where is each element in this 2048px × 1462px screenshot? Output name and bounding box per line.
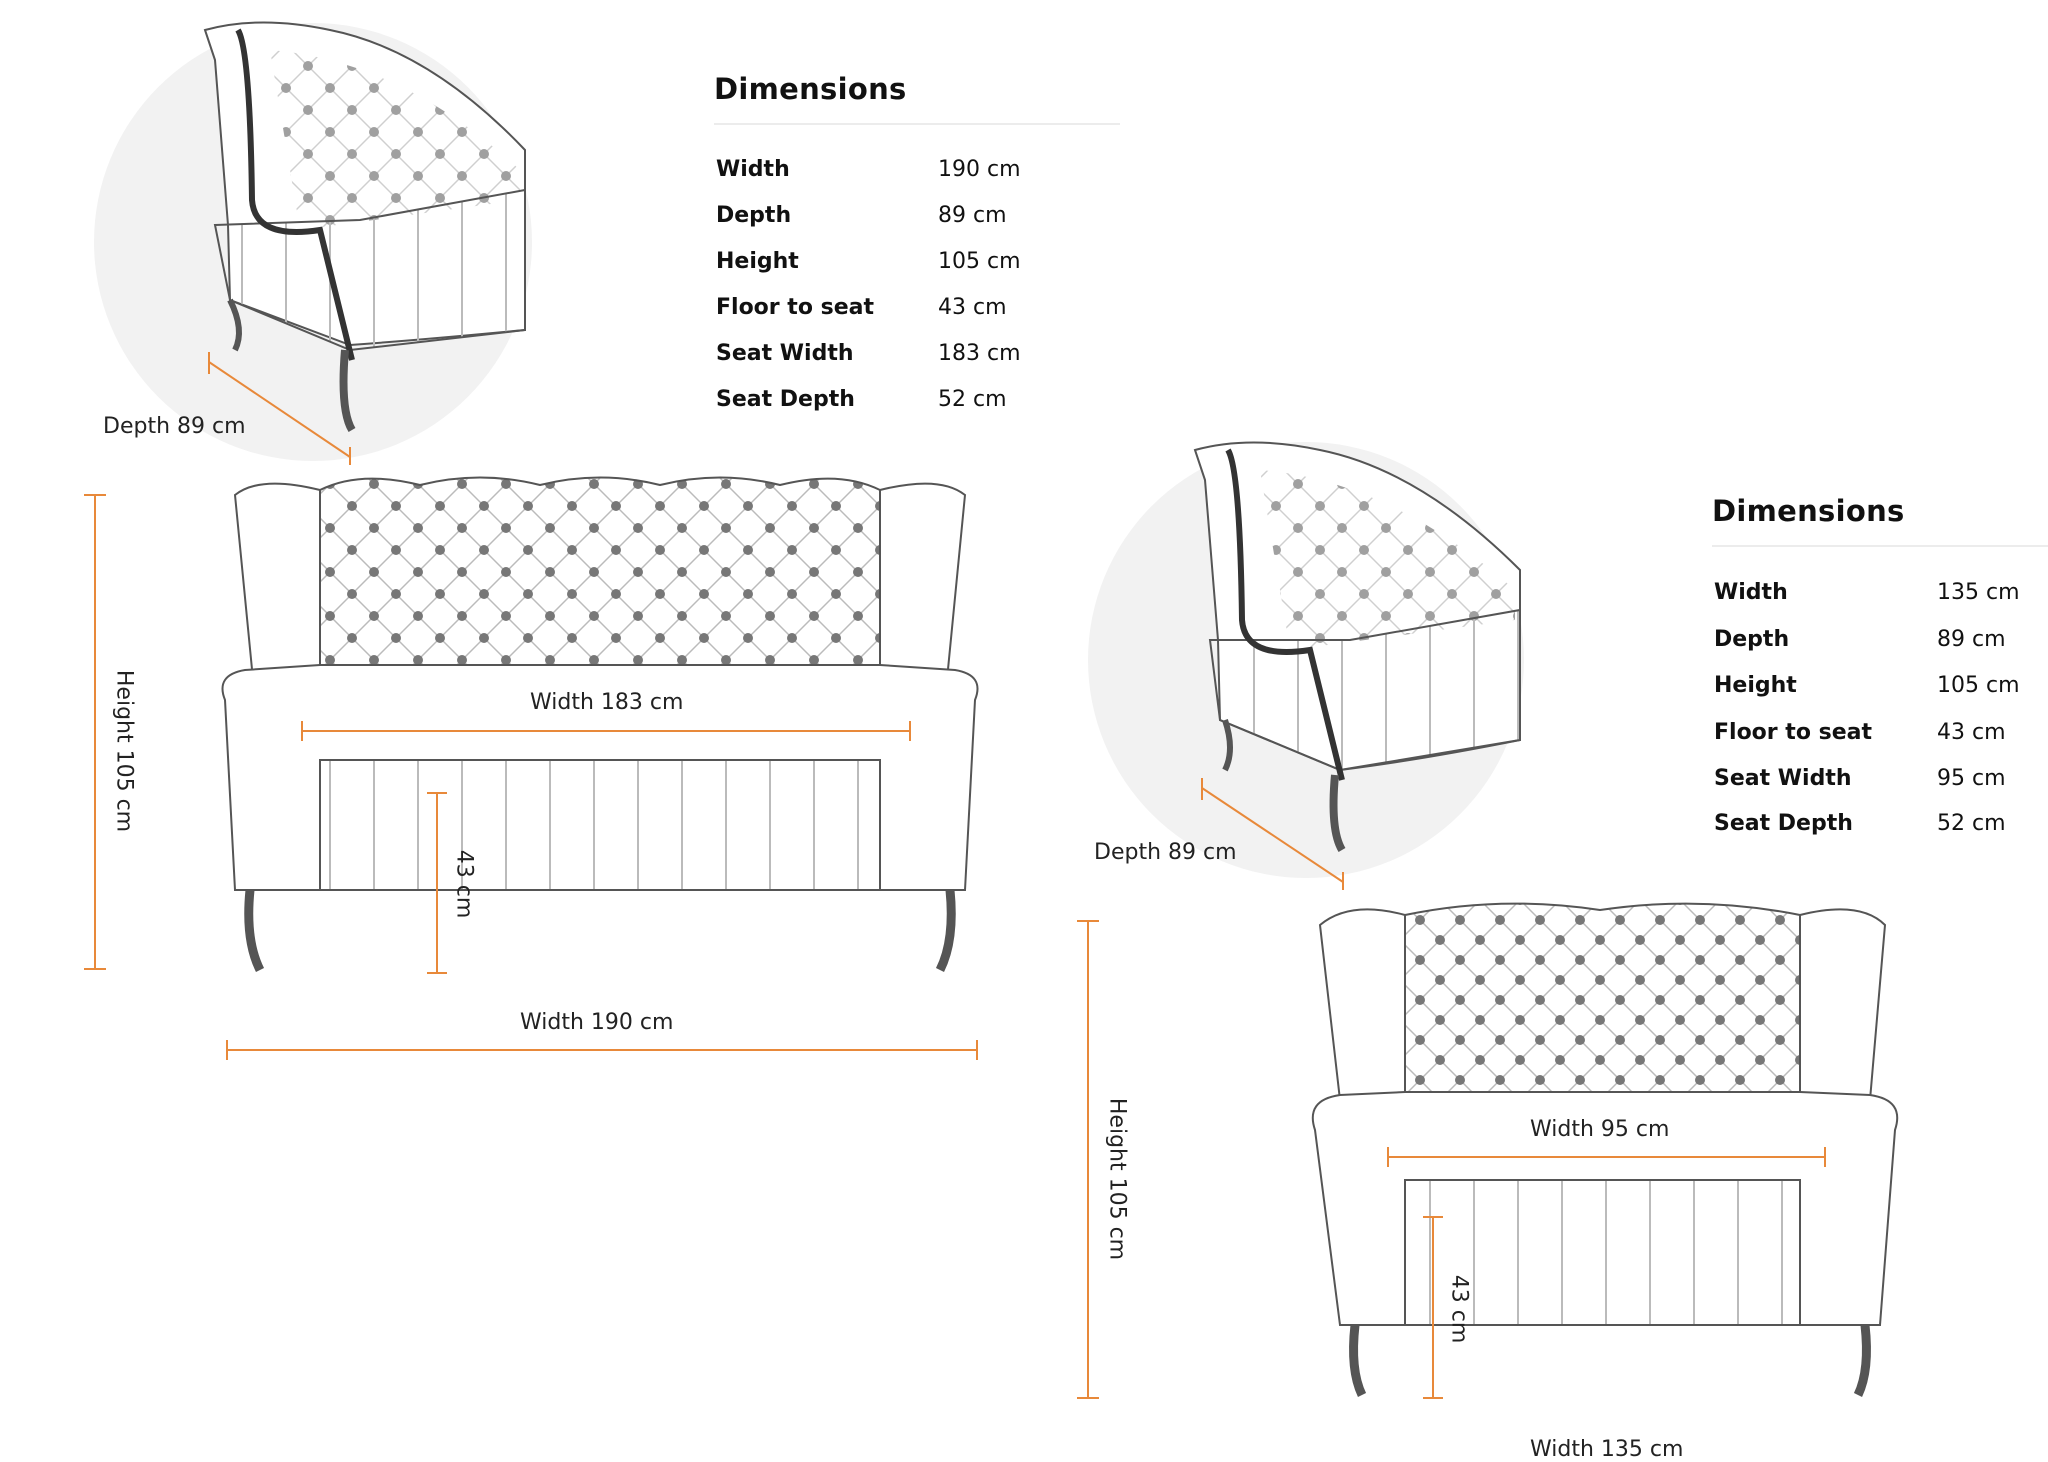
front-view-sofa-2 <box>1311 902 1899 1397</box>
height-annotation: Height 105 cm <box>111 669 137 833</box>
dimensions-heading: Dimensions <box>1712 494 1905 528</box>
side-view-sofa-1 <box>94 21 532 461</box>
floor-to-seat-annotation: 43 cm <box>451 849 477 919</box>
depth-annotation: Depth 89 cm <box>103 414 246 439</box>
height-annotation: Height 105 cm <box>1104 1097 1130 1261</box>
width-annotation: Width 135 cm <box>1530 1437 1684 1462</box>
dimension-lines <box>84 352 1826 1399</box>
width-annotation: Width 190 cm <box>520 1010 674 1035</box>
depth-annotation: Depth 89 cm <box>1094 840 1237 865</box>
divider <box>1712 545 2048 547</box>
divider <box>714 123 1120 125</box>
front-view-sofa-1 <box>221 476 979 973</box>
side-view-sofa-2 <box>1088 441 1524 878</box>
seat-width-annotation: Width 95 cm <box>1530 1117 1670 1142</box>
dimensions-heading: Dimensions <box>714 72 907 106</box>
seat-width-annotation: Width 183 cm <box>530 690 684 715</box>
floor-to-seat-annotation: 43 cm <box>1446 1274 1472 1344</box>
